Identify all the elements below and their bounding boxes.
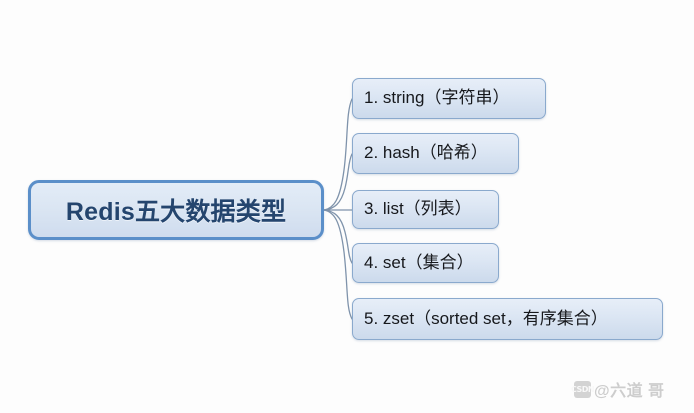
- child-node-list[interactable]: 3. list（列表）: [352, 190, 499, 229]
- child-node-label-string: 1. string（字符串）: [364, 88, 510, 108]
- child-node-label-set: 4. set（集合）: [364, 252, 474, 272]
- root-node-label: Redis五大数据类型: [65, 198, 287, 226]
- child-node-set[interactable]: 4. set（集合）: [352, 243, 499, 283]
- connector-to-hash: [323, 153, 353, 211]
- child-node-label-zset: 5. zset（sorted set，有序集合）: [364, 308, 608, 328]
- watermark: CSDN @六道 哥: [571, 377, 665, 401]
- child-node-zset[interactable]: 5. zset（sorted set，有序集合）: [352, 298, 663, 340]
- watermark-text: @六道 哥: [594, 383, 665, 400]
- root-node-redis-data-types[interactable]: Redis五大数据类型: [28, 180, 324, 240]
- connector-to-string: [323, 98, 353, 211]
- child-node-label-hash: 2. hash（哈希）: [364, 143, 488, 163]
- child-node-label-list: 3. list（列表）: [364, 199, 472, 219]
- child-node-hash[interactable]: 2. hash（哈希）: [352, 133, 519, 174]
- connector-to-set: [323, 209, 353, 264]
- csdn-logo-icon: CSDN: [571, 380, 595, 398]
- child-node-string[interactable]: 1. string（字符串）: [352, 78, 546, 119]
- connector-to-zset: [323, 209, 353, 320]
